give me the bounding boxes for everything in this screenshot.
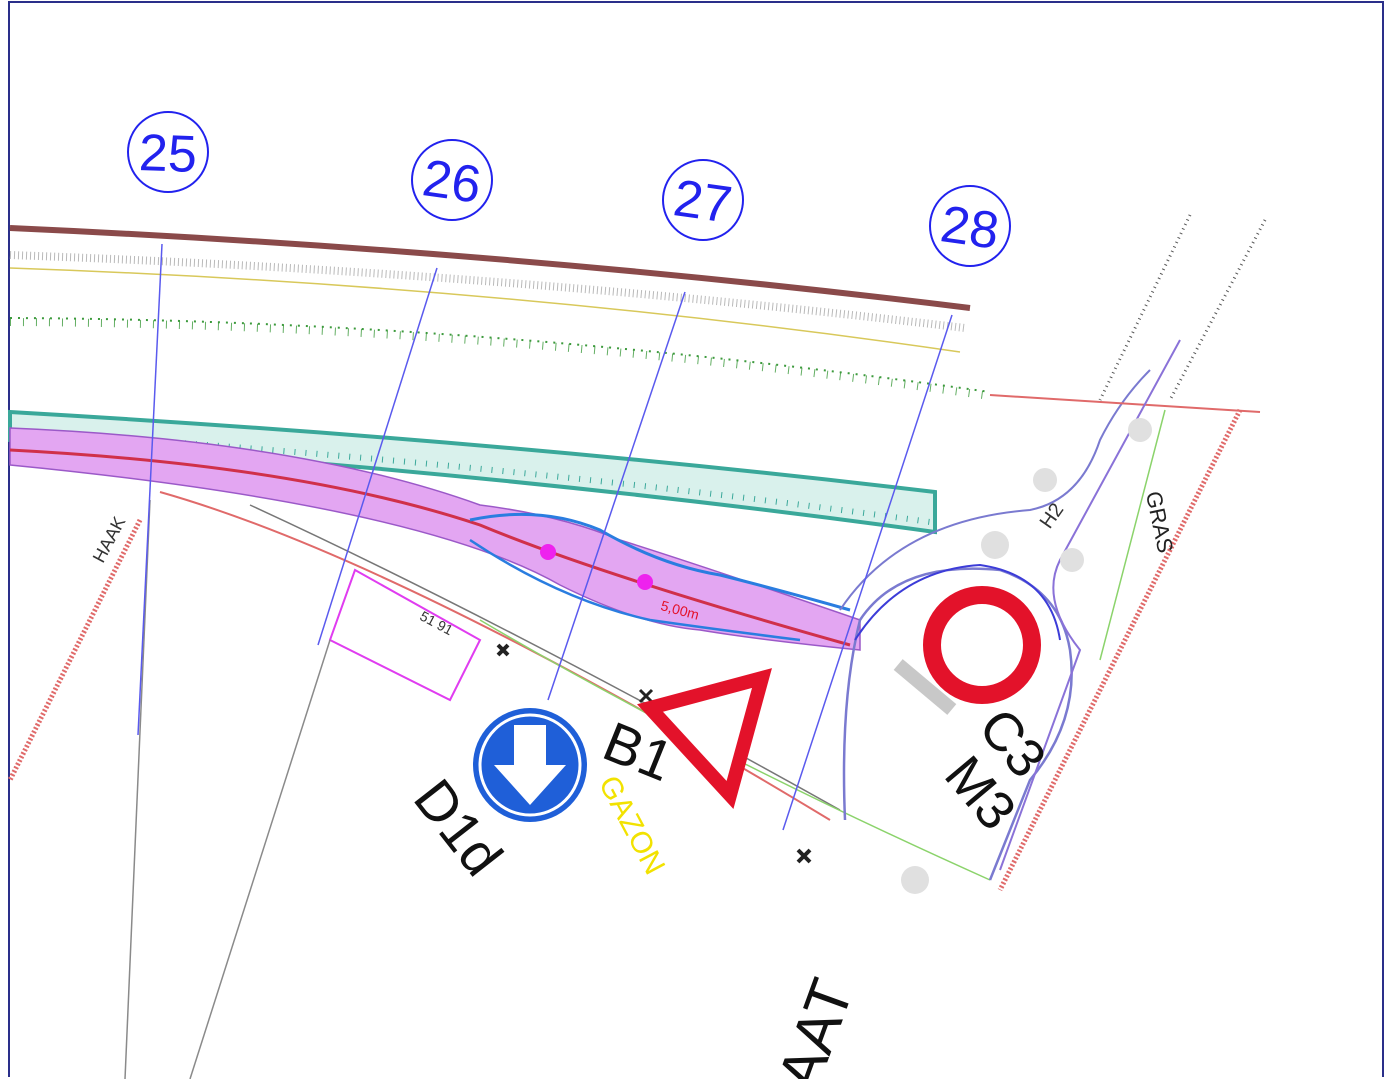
fence-line-yellow [9, 267, 961, 353]
profile-marker-27: 27 [662, 159, 744, 241]
map-frame [8, 1, 1384, 1077]
survey-line-2 [189, 639, 331, 1079]
branch-lane-2 [1168, 219, 1267, 401]
profile-number: 26 [419, 149, 484, 214]
sign-d1d: D1d [402, 708, 587, 887]
profile-line-26 [317, 267, 438, 646]
water-edge-lower [469, 538, 801, 642]
no-entry-circle-icon [923, 586, 1041, 704]
profile-line-27 [547, 291, 686, 701]
roundabout-outer [839, 369, 1151, 611]
profile-lines [137, 243, 953, 831]
keep-right-arrow-icon [494, 725, 566, 805]
drain-marker [893, 659, 957, 715]
branch-line-green [1099, 409, 1166, 661]
pavement-marker [1033, 468, 1057, 492]
water-edge [469, 512, 851, 612]
profile-line-28 [782, 314, 953, 831]
label-gras: GRAS [1141, 489, 1178, 555]
survey-point [540, 544, 556, 560]
profile-marker-26: 26 [411, 139, 493, 221]
roundabout-top-red [989, 394, 1261, 413]
survey-point [637, 574, 653, 590]
survey-line-1 [124, 499, 151, 1079]
property-boundary-line [9, 225, 971, 311]
label-street-fragment: AAT [765, 971, 866, 1079]
cycle-lane-edge [9, 448, 851, 647]
branch-line-purple [999, 339, 1181, 871]
pavement-marker [1060, 548, 1084, 572]
fence-line-grey [9, 251, 966, 332]
profile-line-25 [137, 243, 163, 736]
label-dimensions: 51 91 [417, 608, 456, 639]
tree-symbol [796, 848, 812, 864]
roundabout-inner [842, 567, 1073, 881]
profile-marker-25: 25 [127, 111, 209, 193]
roundabout-right-red [997, 408, 1243, 892]
magenta-rectangle [328, 568, 482, 702]
profile-marker-28: 28 [929, 185, 1011, 267]
profile-number: 25 [138, 124, 198, 184]
tree-symbol [638, 688, 654, 704]
tree-symbol [496, 643, 510, 657]
road-edge-red-2 [7, 518, 143, 782]
yield-triangle-icon [637, 668, 772, 810]
pavement-marker [1128, 418, 1152, 442]
branch-lane-1 [1098, 214, 1192, 401]
sign-c3: C3 [923, 586, 1057, 789]
sign-b1: B1 [595, 668, 772, 810]
roundabout-lane-blue [854, 563, 1061, 641]
pavement-marker [901, 866, 929, 894]
pavement-marker [981, 531, 1009, 559]
profile-number: 28 [937, 195, 1002, 260]
label-h2: H2 [1036, 499, 1069, 533]
cycle-lane [9, 427, 861, 651]
grass-edge-line [9, 317, 991, 393]
profile-number: 27 [670, 169, 735, 234]
